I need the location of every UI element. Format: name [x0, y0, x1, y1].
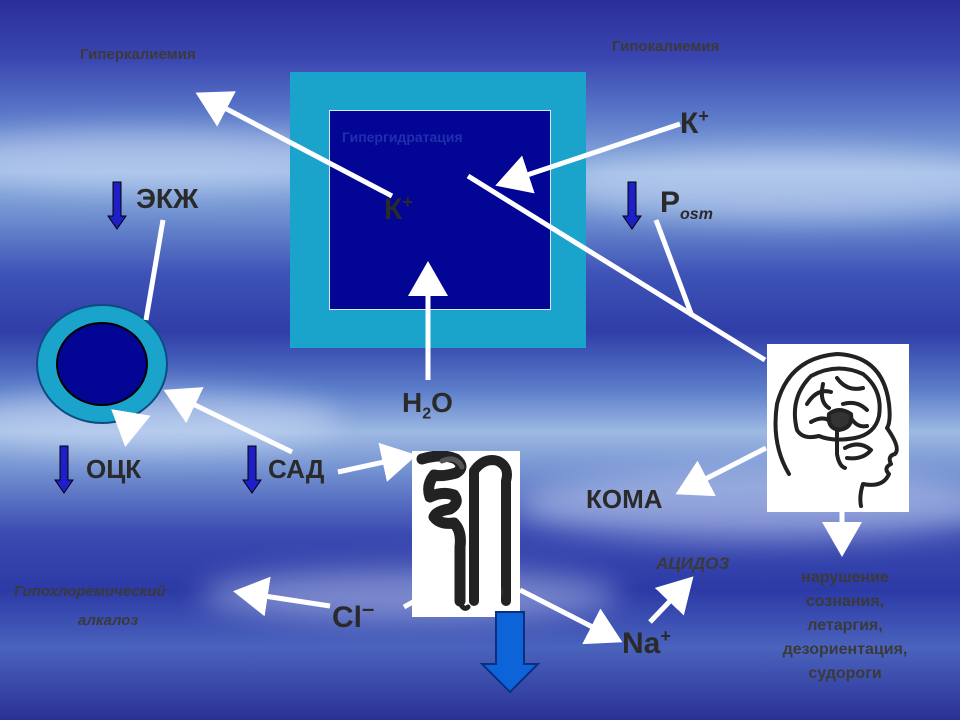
- symptoms-list: нарушение сознания, летаргия, дезориента…: [770, 566, 920, 686]
- line-nephron-to-cl: [402, 595, 422, 610]
- arrow-nephron-to-na: [518, 587, 623, 645]
- arrow-brain-to-coma: [675, 445, 768, 497]
- label-k-inside: К+: [384, 192, 413, 226]
- label-coma: КОМА: [586, 484, 663, 514]
- arrow-cell-to-ock: [111, 409, 151, 447]
- cell-nucleus: [56, 322, 148, 406]
- label-hypokalemia: Гипокалиемия: [612, 38, 720, 55]
- symptom-item: дезориентация,: [782, 641, 908, 658]
- line-hypokalemia-to-brain: [466, 173, 767, 363]
- arrow-na-to-acidosis: [648, 576, 694, 624]
- label-cl: Cl–: [332, 596, 375, 634]
- label-acidosis: АЦИДОЗ: [656, 554, 730, 573]
- brain-icon: [773, 352, 899, 508]
- label-hypochloremic-line2: алкалоз: [78, 612, 139, 629]
- label-ekzh: ЭКЖ: [136, 183, 199, 214]
- background-cloud: [560, 150, 960, 220]
- symptom-item: нарушение: [801, 569, 889, 586]
- line-ekzh-to-cell: [143, 219, 166, 321]
- nephron-icon: [416, 450, 512, 611]
- label-sad: САД: [268, 454, 325, 484]
- line-posm-to-brain: [653, 219, 695, 317]
- arrow-cl-to-alkalosis: [233, 576, 331, 617]
- arrow-k-to-hyperkalemia: [195, 91, 394, 199]
- label-hyperhydration: Гипергидратация: [342, 129, 463, 145]
- label-hyperkalemia: Гиперкалиемия: [80, 46, 196, 63]
- arrow-sad-to-cell: [163, 387, 294, 455]
- label-h2o: H2O: [402, 387, 453, 423]
- symptom-item: летаргия,: [807, 617, 883, 634]
- symptom-item: судороги: [808, 665, 882, 682]
- brain-head-image: [767, 344, 909, 512]
- decrease-arrow-ekzh: [107, 181, 127, 230]
- label-ock: ОЦК: [86, 454, 142, 484]
- decrease-arrow-posm: [622, 181, 642, 230]
- label-k-outside: К+: [680, 106, 709, 140]
- label-posm: Posm: [660, 186, 713, 223]
- arrow-sad-to-nephron: [337, 442, 417, 482]
- arrow-k-into-cell: [495, 121, 681, 194]
- label-na: Na+: [622, 626, 671, 660]
- decrease-arrow-ock: [54, 445, 74, 494]
- nephron-image: [412, 450, 520, 617]
- label-hypochloremic-line1: Гипохлоремический: [14, 583, 166, 600]
- symptom-item: сознания,: [805, 593, 885, 610]
- excretion-arrow: [479, 611, 541, 694]
- decrease-arrow-sad: [242, 445, 262, 494]
